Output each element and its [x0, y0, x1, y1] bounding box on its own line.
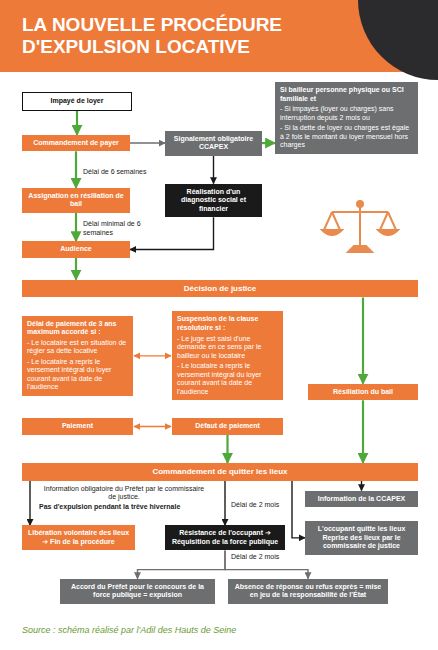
- scales-base: [348, 246, 372, 252]
- flow-arrow: [262, 142, 275, 144]
- box-text: Si bailleur personne physique ou SCI fam…: [280, 86, 413, 103]
- flow-arrow: [225, 550, 308, 578]
- box-detail: - Le locataire a repris le versement int…: [177, 362, 278, 396]
- annotation: Délai de 2 mois: [230, 501, 280, 510]
- process-box: Suspension de la clause résolutoire si :…: [172, 311, 283, 400]
- process-box: Impayé de loyer: [22, 92, 132, 111]
- key-step-box: Résistance de l'occupant ➔ Réquisition d…: [165, 525, 285, 550]
- box-text: Impayé de loyer: [28, 97, 126, 106]
- flow-arrow: [134, 426, 171, 427]
- box-text: Réalisation d'un diagnostic social et fi…: [170, 188, 257, 214]
- key-step-box: Réalisation d'un diagnostic social et fi…: [165, 184, 262, 218]
- flow-arrow: [361, 481, 362, 491]
- flow-arrow: [75, 151, 77, 188]
- info-box: L'occupant quitte les lieux Reprise des …: [305, 521, 418, 555]
- flow-arrow: [213, 156, 214, 184]
- flow-arrow: [224, 481, 225, 526]
- process-box: Paiement: [22, 418, 133, 435]
- flow-arrow: [138, 550, 226, 578]
- box-text: Défaut de paiement: [177, 422, 278, 431]
- scales-beam: [332, 211, 388, 213]
- box-text: Accord du Préfet pour le concours de la …: [65, 583, 210, 600]
- flow-arrow: [75, 213, 77, 241]
- annotation: Délai de 2 mois: [230, 553, 280, 562]
- flow-arrow: [130, 142, 165, 143]
- annotation: Information obligatoire du Préfet par le…: [38, 485, 210, 502]
- box-text: Délai de paiement de 3 ans maximum accor…: [27, 320, 128, 337]
- box-text: Absence de réponse ou refus exprès = mis…: [233, 583, 383, 600]
- corner-circle: [358, 0, 438, 80]
- box-text: Commandement de quitter les lieux: [27, 467, 413, 477]
- info-box: Accord du Préfet pour le concours de la …: [60, 579, 215, 604]
- box-text: Commandement de payer: [27, 139, 125, 148]
- box-text: L'occupant quitte les lieux Reprise des …: [310, 525, 413, 551]
- box-text: Décision de justice: [27, 284, 413, 294]
- box-text: Assignation en résiliation de bail: [27, 192, 125, 209]
- info-box: Information de la CCAPEX: [305, 491, 418, 508]
- flow-arrow: [76, 111, 78, 135]
- box-detail: - Le locataire est en situation de régle…: [27, 339, 128, 356]
- scales-icon: [322, 201, 398, 252]
- flow-arrow: [226, 435, 228, 463]
- box-detail: - Le locataire a repris le versement int…: [27, 358, 128, 392]
- scales-post: [359, 204, 361, 248]
- flow-arrow: [134, 355, 171, 356]
- box-text: Paiement: [27, 422, 128, 431]
- box-text: Information de la CCAPEX: [310, 495, 413, 504]
- box-text: Audience: [27, 245, 125, 254]
- annotation: Délai de 6 semaines: [82, 168, 147, 177]
- process-box: Libération volontaire des lieux ➔ Fin de…: [22, 525, 135, 550]
- flow-arrow: [292, 481, 305, 538]
- scales-knob: [357, 201, 363, 207]
- info-box: Signalement obligatoire CCAPEX: [165, 131, 262, 156]
- annotation: Délai minimal de 6 semaines: [82, 220, 148, 237]
- box-text: Libération volontaire des lieux ➔ Fin de…: [27, 529, 130, 546]
- title: LA NOUVELLE PROCÉDURE D'EXPULSION LOCATI…: [22, 14, 322, 58]
- process-box: Défaut de paiement: [172, 418, 283, 435]
- flow-arrow: [362, 400, 364, 463]
- process-box: Résiliation du bail: [308, 384, 418, 401]
- box-detail: - Si impayés (loyer ou charges) sans int…: [280, 105, 413, 122]
- scales-pan-left: [322, 212, 342, 235]
- process-box: Décision de justice: [22, 280, 418, 298]
- annotation: Pas d'expulsion pendant la trêve hiverna…: [38, 503, 181, 512]
- scales-pan-right: [378, 212, 398, 235]
- process-box: Assignation en résiliation de bail: [22, 188, 130, 213]
- caption: Source : schéma réalisé par l'Adil des H…: [22, 625, 236, 635]
- process-box: Délai de paiement de 3 ans maximum accor…: [22, 316, 133, 396]
- box-text: Suspension de la clause résolutoire si :: [177, 315, 278, 332]
- flow-arrow: [29, 481, 30, 526]
- flow-arrow: [75, 258, 77, 280]
- box-text: Signalement obligatoire CCAPEX: [170, 135, 257, 152]
- box-text: Résistance de l'occupant ➔ Réquisition d…: [170, 529, 280, 546]
- flow-arrow: [362, 297, 364, 383]
- info-box: Absence de réponse ou refus exprès = mis…: [228, 579, 388, 604]
- process-box: Audience: [22, 241, 130, 258]
- info-box: Si bailleur personne physique ou SCI fam…: [275, 82, 418, 154]
- process-box: Commandement de payer: [22, 135, 130, 152]
- process-box: Commandement de quitter les lieux: [22, 463, 418, 481]
- box-text: Résiliation du bail: [313, 388, 413, 397]
- box-detail: - Si la dette de loyer ou charges est ég…: [280, 124, 413, 150]
- box-detail: - Le juge est saisi d'une demande en ce …: [177, 335, 278, 361]
